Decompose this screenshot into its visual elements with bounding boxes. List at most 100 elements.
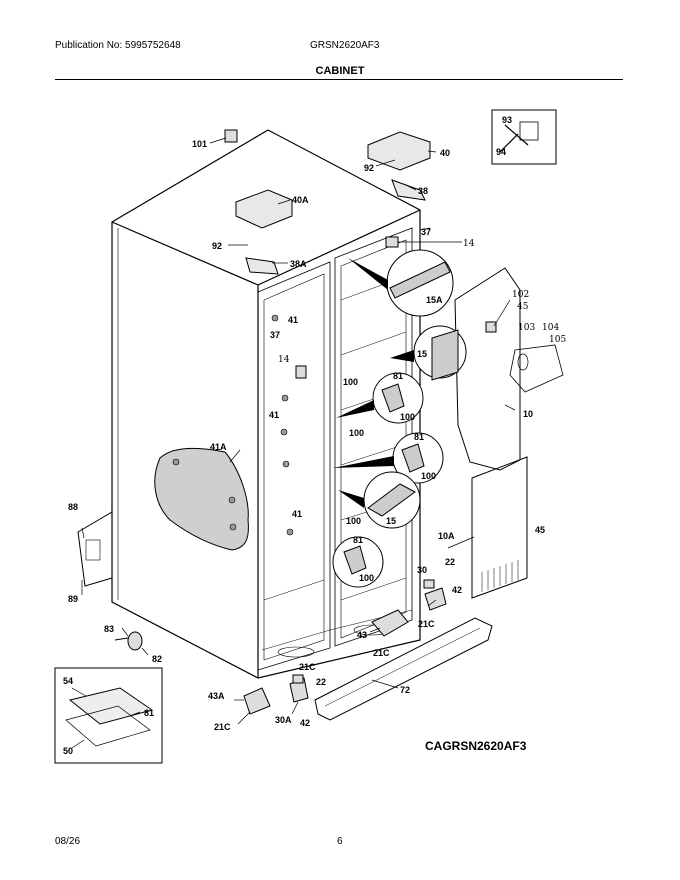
icemaker-tray: [68, 687, 154, 725]
label-45-bottom: 45: [535, 525, 545, 535]
label-92-left: 92: [212, 241, 222, 251]
label-100-a: 100: [343, 377, 358, 387]
part-102: [485, 321, 497, 333]
label-100-c: 100: [349, 428, 364, 438]
callout-81-top: [336, 372, 424, 424]
damper-14-left: [295, 365, 307, 379]
label-42-left: 42: [300, 718, 310, 728]
hinge-30: [424, 587, 447, 611]
hinge-38: [391, 179, 426, 201]
model-number: GRSN2620AF3: [310, 40, 380, 51]
part-22-right: [423, 579, 435, 589]
label-10A: 10A: [438, 531, 455, 541]
label-41-top: 41: [288, 315, 298, 325]
label-22-left: 22: [316, 677, 326, 687]
label-50: 50: [63, 746, 73, 756]
top-hinge-left: [235, 189, 293, 229]
label-104: 104: [542, 323, 559, 333]
tool-wrench-icon: [499, 124, 529, 153]
label-101: 101: [192, 139, 207, 149]
label-37-left: 37: [270, 330, 280, 340]
hinge-38A: [245, 257, 279, 275]
label-21C-b: 21C: [373, 648, 390, 658]
label-15A: 15A: [426, 295, 443, 305]
label-41A: 41A: [210, 442, 227, 452]
label-100-f: 100: [359, 573, 374, 583]
label-45-top: 45: [517, 302, 529, 312]
rear-panel: [454, 267, 521, 471]
label-15-bottom: 15: [386, 516, 396, 526]
hinge-43A: [243, 687, 271, 715]
label-93: 93: [502, 115, 512, 125]
callout-15: [390, 325, 467, 381]
leader-lines: [71, 137, 516, 749]
access-panel: [471, 456, 528, 599]
label-30A: 30A: [275, 715, 292, 725]
publication-number: Publication No: 5995752648: [55, 40, 181, 51]
label-37-top: 37: [421, 227, 431, 237]
vent-grille: [481, 560, 519, 592]
label-89: 89: [68, 594, 78, 604]
label-38: 38: [418, 186, 428, 196]
label-42-right: 42: [452, 585, 462, 595]
label-81-inset: 81: [144, 708, 154, 718]
label-100-b: 100: [400, 412, 415, 422]
label-54: 54: [63, 676, 73, 686]
insulation-panel: [154, 447, 249, 551]
label-94: 94: [496, 147, 506, 157]
screws-41: [172, 314, 294, 536]
label-92-top: 92: [364, 163, 374, 173]
page-number: 6: [337, 836, 343, 847]
label-43A: 43A: [208, 691, 225, 701]
section-title: CABINET: [315, 65, 365, 77]
footer-date: 08/26: [55, 836, 81, 847]
label-43: 43: [357, 630, 367, 640]
label-81-top: 81: [393, 371, 403, 381]
evaporator-cover: [77, 511, 113, 587]
label-10: 10: [523, 409, 533, 419]
part-101: [224, 129, 238, 143]
label-102: 102: [512, 290, 529, 300]
label-103: 103: [518, 323, 535, 333]
bracket-105: [509, 344, 564, 393]
hinge-43: [371, 609, 409, 637]
label-38A: 38A: [290, 259, 307, 269]
label-100-e: 100: [346, 516, 361, 526]
label-14-top: 14: [463, 239, 475, 249]
label-30: 30: [417, 565, 427, 575]
callout-15-bottom: [338, 471, 421, 529]
screw-83: [114, 637, 129, 641]
label-41-bottom: 41: [292, 509, 302, 519]
tool-inset-frame: [491, 109, 557, 165]
label-15-callout: 15: [417, 349, 427, 359]
label-40: 40: [440, 148, 450, 158]
label-105: 105: [549, 335, 566, 345]
icemaker-inset-frame: [54, 667, 163, 764]
label-82: 82: [152, 654, 162, 664]
damper-14-top: [385, 236, 399, 248]
label-21C-c: 21C: [299, 662, 316, 672]
tool-holder: [519, 121, 539, 141]
label-100-d: 100: [421, 471, 436, 481]
label-88: 88: [68, 502, 78, 512]
callout-81-mid: [333, 432, 444, 484]
part-22-left: [292, 674, 304, 684]
label-40A: 40A: [292, 195, 309, 205]
callout-81-bottom: [332, 536, 384, 588]
label-81-mid: 81: [414, 432, 424, 442]
label-14-left: 14: [278, 355, 290, 365]
label-81-bottom: 81: [353, 535, 363, 545]
callout-15A: [348, 249, 454, 317]
roller-82: [127, 631, 143, 651]
drawing-code: CAGRSN2620AF3: [425, 739, 527, 753]
label-21C-a: 21C: [418, 619, 435, 629]
label-41-mid: 41: [269, 410, 279, 420]
toe-grille: [314, 617, 493, 721]
label-21C-d: 21C: [214, 722, 231, 732]
label-72: 72: [400, 685, 410, 695]
header-rule: [55, 79, 623, 80]
label-83: 83: [104, 624, 114, 634]
top-hinge-right: [367, 131, 431, 171]
label-22-right: 22: [445, 557, 455, 567]
